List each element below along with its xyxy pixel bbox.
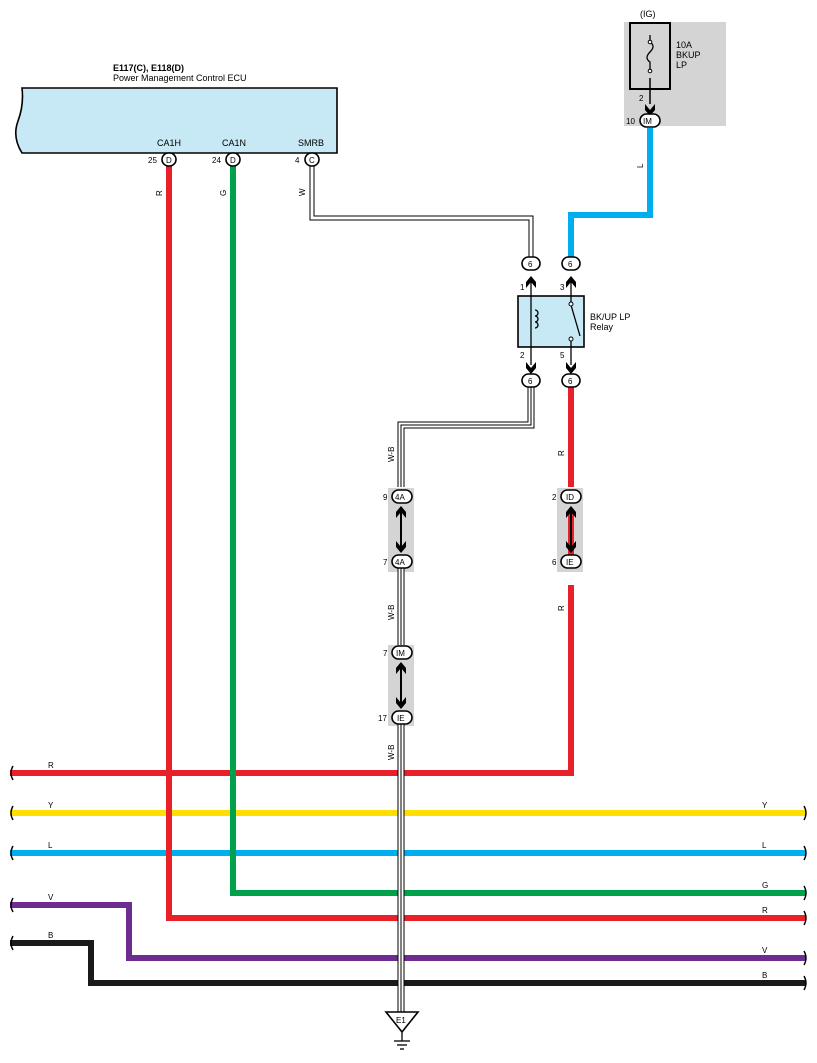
fuse-circuit-label: (IG) (640, 9, 656, 19)
relay-conn-bot-left: 6 (528, 377, 533, 386)
jl-conn-4: IE (397, 714, 405, 723)
relay-conn-top-left: 6 (528, 260, 533, 269)
label-l-fuse: L (636, 163, 645, 168)
label-r-relay-1: R (557, 450, 566, 456)
wire-g-ca1n (230, 165, 806, 896)
fuse-block-box (624, 22, 726, 126)
relay-name-1: BK/UP LP (590, 312, 630, 322)
label-r-right: R (762, 906, 768, 915)
relay-switch-icon (570, 304, 581, 337)
relay-coil-icon (534, 309, 539, 329)
label-w-smrb: W (298, 188, 307, 196)
label-b-left: B (48, 931, 53, 940)
connector-arrows (396, 104, 655, 709)
label-y-left: Y (48, 801, 54, 810)
label-g-right: G (762, 881, 768, 890)
label-g-ca1n: G (219, 190, 228, 196)
fuse-amp: 10A (676, 40, 692, 50)
label-r-ca1h: R (155, 190, 164, 196)
jr-num-1: 2 (552, 493, 557, 502)
label-l-right: L (762, 841, 767, 850)
wire-labels: R G W L W-B W-B W-B R R R Y L V B Y L G … (48, 163, 768, 980)
relay-box (517, 295, 585, 348)
jr-conn-1: ID (566, 493, 574, 502)
connectors: D 25 D 24 C 4 IM 10 6 6 6 6 4A 9 4A 7 IM… (148, 113, 661, 725)
relay-pin-3: 3 (560, 283, 565, 292)
jl-conn-3: IM (396, 649, 405, 658)
ecu-code: E117(C), E118(D) (113, 63, 184, 73)
fuse-pin: 2 (639, 94, 644, 103)
ecu-name: Power Management Control ECU (113, 73, 247, 83)
relay-pin-5: 5 (560, 351, 565, 360)
label-r-relay-2: R (557, 605, 566, 611)
label-r-bus: R (48, 761, 54, 770)
wire-b-bus (10, 940, 806, 986)
wire-wb-relay (397, 387, 535, 487)
wire-v-bus (10, 902, 806, 961)
label-y-right: Y (762, 801, 768, 810)
label-v-left: V (48, 893, 54, 902)
relay-conn-top-right: 6 (568, 260, 573, 269)
label-wb-3: W-B (387, 745, 396, 760)
jl-conn-1: 4A (395, 493, 405, 502)
pin-label-ca1n: CA1N (222, 138, 246, 148)
wire-w-smrb (309, 165, 534, 258)
label-l-left: L (48, 841, 53, 850)
wire-r-ca1h (166, 165, 806, 921)
relay-pin-1: 1 (520, 283, 525, 292)
ecu-box (14, 87, 338, 154)
label-v-right: V (762, 946, 768, 955)
jl-num-4: 17 (378, 714, 387, 723)
jl-num-3: 7 (383, 649, 388, 658)
wire-l-fuse-relay (568, 128, 653, 258)
relay-conn-bot-right: 6 (568, 377, 573, 386)
ecu-pin-conn-3: C (309, 156, 315, 165)
jl-conn-2: 4A (395, 558, 405, 567)
ecu-pin-num-1: 25 (148, 156, 157, 165)
fuse-name-1: BKUP (676, 50, 701, 60)
ecu-pin-num-3: 4 (295, 156, 300, 165)
label-wb-2: W-B (387, 605, 396, 620)
pin-label-ca1h: CA1H (157, 138, 181, 148)
relay-pin-2: 2 (520, 351, 525, 360)
pin-label-smrb: SMRB (298, 138, 324, 148)
ecu-pin-num-2: 24 (212, 156, 221, 165)
jl-num-1: 9 (383, 493, 388, 502)
fuse-out-conn: IM (643, 117, 652, 126)
label-wb-1: W-B (387, 447, 396, 462)
fuse-icon (629, 22, 671, 90)
break-marks (10, 765, 807, 991)
ecu-pin-conn-1: D (166, 156, 172, 165)
relay-name-2: Relay (590, 322, 614, 332)
label-b-right: B (762, 971, 767, 980)
ground-label: E1 (396, 1016, 406, 1025)
wire-r-bus (10, 585, 574, 776)
fuse-out-num: 10 (626, 117, 635, 126)
fuse-name-2: LP (676, 60, 687, 70)
jr-num-2: 6 (552, 558, 557, 567)
jl-num-2: 7 (383, 558, 388, 567)
ground-icon (384, 1011, 420, 1034)
ecu-pin-conn-2: D (230, 156, 236, 165)
jr-conn-2: IE (566, 558, 574, 567)
